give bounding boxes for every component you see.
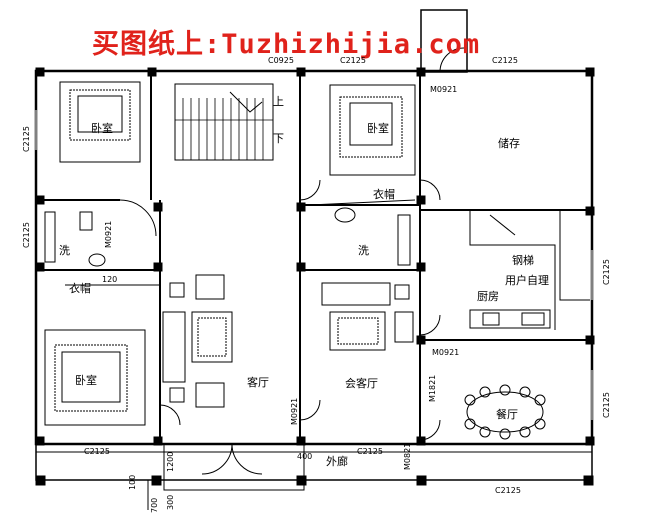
dim-c2125-bottom-left: C2125 [84,447,110,456]
dim-m0921-kitchen: M0921 [432,348,460,357]
room-label-bedroom-top-right: 卧室 [367,122,389,135]
stair-up-label: 上 [273,95,284,108]
dim-c2125-top-right: C2125 [492,56,518,65]
room-label-storage: 储存 [498,137,520,150]
stair-down-label: 下 [273,132,284,145]
room-label-bedroom-top-left: 卧室 [91,122,113,135]
room-label-living-room: 客厅 [247,376,269,389]
room-label-bedroom-bottom-left: 卧室 [75,374,97,387]
dim-c2125-bottom-right: C2125 [495,486,521,495]
room-label-steel-stair: 钢梯 [512,254,534,267]
dim-m0921-reception: M0921 [290,397,299,425]
dim-300: 300 [166,494,175,510]
room-label-kitchen: 厨房 [477,290,499,303]
room-label-dining: 餐厅 [496,408,518,421]
dim-m1821: M1821 [428,374,437,402]
room-label-wash-right: 洗 [358,244,369,257]
dim-m0921-left-bath: M0921 [104,220,113,248]
room-label-veranda: 外廊 [326,455,348,468]
dim-100: 100 [128,474,137,490]
dim-m0921-storage: M0921 [430,85,458,94]
room-label-reception: 会客厅 [345,377,378,390]
room-label-user-note: 用户自理 [505,274,549,287]
dim-c2125-right-dining: C2125 [602,392,611,418]
dim-700: 700 [150,497,159,513]
room-label-wash-left: 洗 [59,244,70,257]
dim-c2125-right-kitchen: C2125 [602,259,611,285]
dim-120: 120 [102,275,118,284]
dim-1200: 1200 [166,451,175,472]
dim-c2125-left-top: C2125 [22,126,31,152]
dim-m0821: M0821 [403,442,412,470]
dim-c2125-left-mid: C2125 [22,222,31,248]
watermark-text: 买图纸上:Tuzhizhijia.com [92,29,481,60]
dim-c2125-top: C2125 [340,56,366,65]
room-label-wardrobe-right: 衣帽 [373,188,395,201]
dim-c0925: C0925 [268,56,294,65]
dim-c2125-bottom-mid: C2125 [357,447,383,456]
room-label-wardrobe-left: 衣帽 [69,282,91,295]
dim-400: 400 [297,452,313,461]
